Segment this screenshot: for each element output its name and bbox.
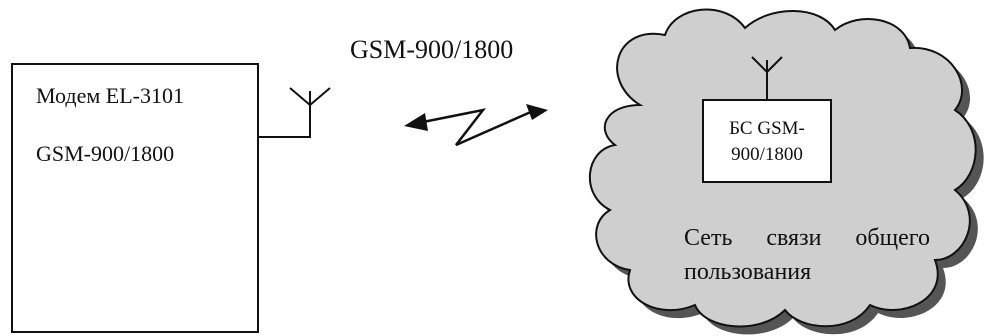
base-station-label-line1: БС GSM- — [729, 118, 805, 139]
base-station-box — [702, 99, 832, 183]
network-label-line2: пользования — [684, 259, 812, 285]
base-station-antenna-icon — [751, 56, 783, 100]
base-station-text: БС GSM- 900/1800 — [703, 0, 831, 336]
radio-link-label: GSM-900/1800 — [350, 35, 514, 64]
modem-box — [11, 63, 259, 333]
modem-model-label: Модем EL-3101 — [36, 83, 184, 108]
modem-standard-label: GSM-900/1800 — [36, 141, 175, 166]
radio-link-arrow-icon — [404, 104, 548, 147]
modem-antenna-icon — [258, 87, 331, 138]
network-label-line1: Сеть связи общего — [684, 225, 930, 251]
base-station-label-line2: 900/1800 — [731, 144, 803, 165]
